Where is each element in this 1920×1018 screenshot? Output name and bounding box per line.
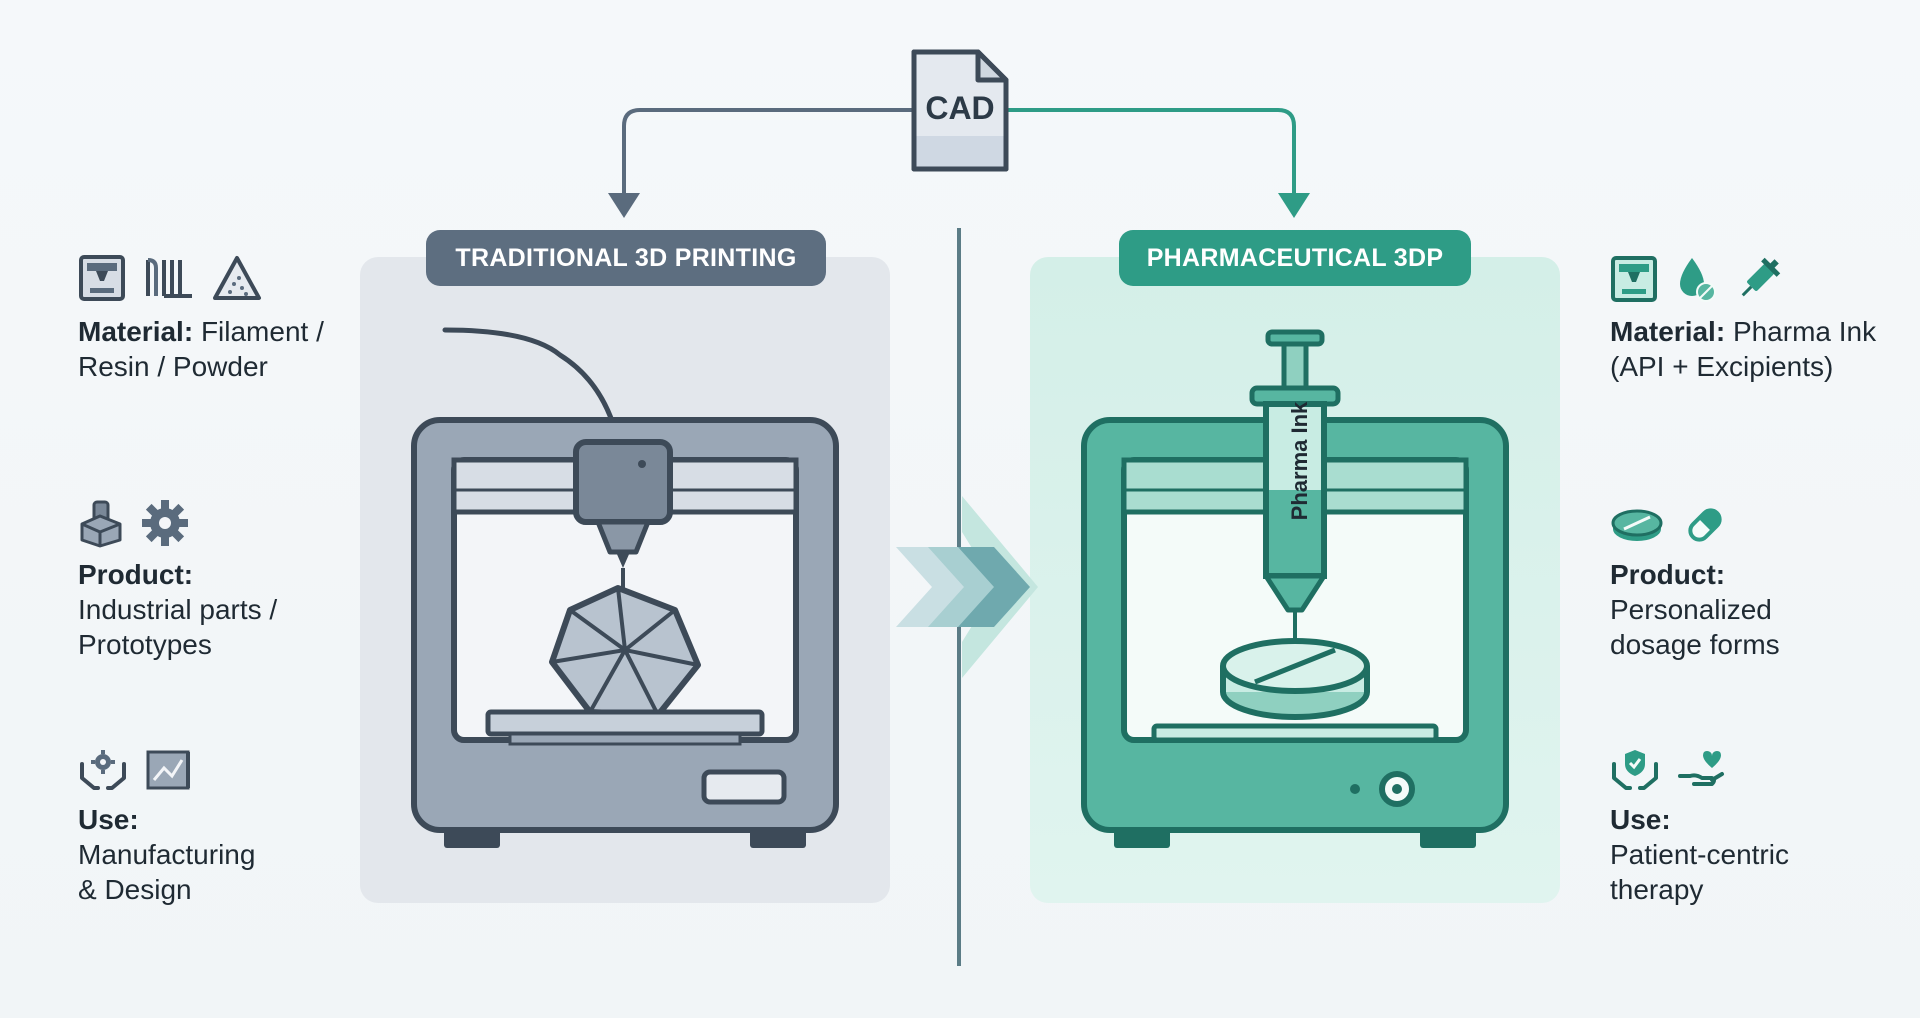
material-icons-right xyxy=(1610,254,1784,304)
parts-icon xyxy=(80,500,122,548)
use-label-right: Use: xyxy=(1610,804,1671,835)
material-block-left: Material: Filament / Resin / Powder xyxy=(78,314,324,384)
use-block-left: Use: Manufacturing & Design xyxy=(78,802,255,907)
filament-icon xyxy=(146,258,192,298)
product-icons-right xyxy=(1610,500,1730,550)
gear-icon xyxy=(142,500,188,546)
printer-icon xyxy=(79,255,125,301)
hands-shield-icon xyxy=(1612,750,1658,790)
use-text-left-1: Manufacturing xyxy=(78,839,256,870)
material-block-right: Material: Pharma Ink (API + Excipients) xyxy=(1610,314,1876,384)
use-icons-left xyxy=(78,746,194,792)
material-text-right-2: (API + Excipients) xyxy=(1610,351,1834,382)
material-text-left-2: Resin / Powder xyxy=(78,351,268,382)
pharmaceutical-printer-illustration xyxy=(1081,329,1509,848)
material-label-right: Material: xyxy=(1610,316,1726,347)
product-label-left: Product: xyxy=(78,559,194,590)
drop-icon xyxy=(1680,258,1716,302)
blueprint-icon xyxy=(146,750,190,790)
product-label-right: Product: xyxy=(1610,559,1726,590)
use-text-right-2: therapy xyxy=(1610,874,1704,905)
use-block-right: Use: Patient-centric therapy xyxy=(1610,802,1789,907)
syringe-label: Pharma Ink xyxy=(1287,401,1312,521)
product-icons-left xyxy=(78,498,190,548)
hand-heart-icon xyxy=(1678,751,1724,786)
use-text-left-2: & Design xyxy=(78,874,192,905)
powder-icon xyxy=(213,256,261,300)
product-text-right-1: Personalized xyxy=(1610,594,1772,625)
pharmaceutical-title: PHARMACEUTICAL 3DP xyxy=(1119,230,1471,286)
syringe-icon xyxy=(1741,257,1781,297)
product-text-right-2: dosage forms xyxy=(1610,629,1780,660)
material-icons-left xyxy=(78,254,262,302)
chevron-arrow-icon xyxy=(896,496,1038,678)
use-text-right-1: Patient-centric xyxy=(1610,839,1789,870)
capsule-icon xyxy=(1688,508,1722,542)
cad-file-icon xyxy=(911,49,1009,172)
traditional-title: TRADITIONAL 3D PRINTING xyxy=(426,230,826,286)
material-text-left-1: Filament / xyxy=(200,316,324,347)
material-label-left: Material: xyxy=(78,316,194,347)
pharma-printer-icon xyxy=(1611,256,1657,302)
product-block-right: Product: Personalized dosage forms xyxy=(1610,557,1780,662)
tablet-icon xyxy=(1611,509,1663,541)
product-block-left: Product: Industrial parts / Prototypes xyxy=(78,557,277,662)
material-text-right-1: Pharma Ink xyxy=(1732,316,1877,347)
hands-gear-icon xyxy=(80,750,126,790)
product-text-left-1: Industrial parts / xyxy=(78,594,278,625)
product-text-left-2: Prototypes xyxy=(78,629,212,660)
use-icons-right xyxy=(1610,746,1728,792)
cad-label: CAD xyxy=(925,90,995,126)
use-label-left: Use: xyxy=(78,804,139,835)
traditional-printer-illustration xyxy=(411,327,839,848)
